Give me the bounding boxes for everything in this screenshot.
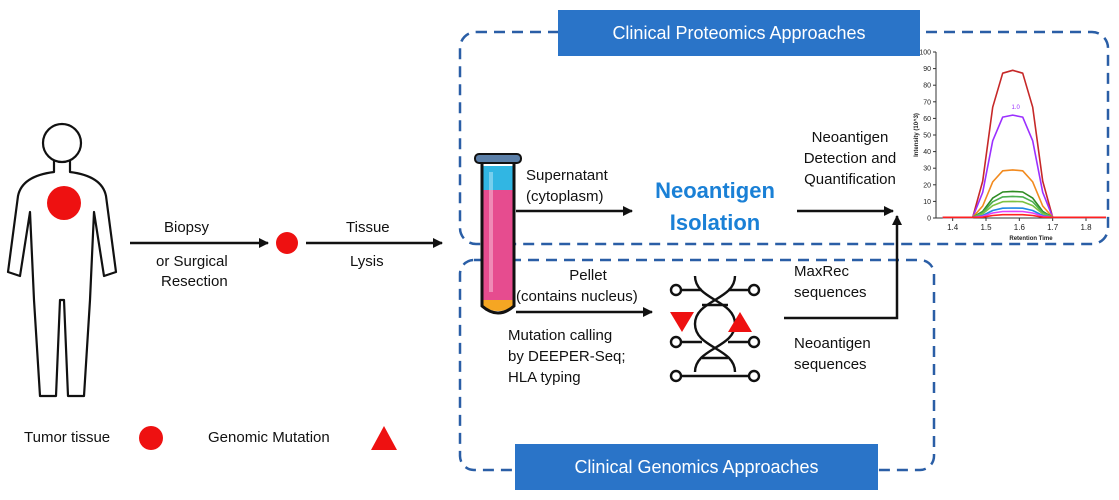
mutation-triangle-down <box>670 312 694 332</box>
y-tick-label: 60 <box>923 116 931 123</box>
legend-tumor-label: Tumor tissue <box>24 429 111 446</box>
deeper-seq-label: by DEEPER-Seq; <box>508 348 626 365</box>
supernatant-label: Supernatant <box>526 167 608 184</box>
tumor-on-body <box>47 186 81 220</box>
maxrec-sequences-label: sequences <box>794 284 867 301</box>
neoantigen-sequences-label: sequences <box>794 356 867 373</box>
detection-label-2: Detection and <box>803 150 897 167</box>
y-tick-label: 30 <box>923 166 931 173</box>
cytoplasm-label: (cytoplasm) <box>526 188 604 205</box>
x-tick-label: 1.5 <box>980 223 992 232</box>
maxrec-arrow <box>784 215 902 320</box>
genomics-region <box>458 258 936 472</box>
legend-tumor-icon <box>139 426 163 450</box>
detection-label-3: Quantification <box>804 171 896 188</box>
series-line-6 <box>942 200 1106 219</box>
series-line-9 <box>942 213 1106 219</box>
legend-mutation-icon <box>371 426 397 450</box>
proteomics-banner: Clinical Proteomics Approaches <box>558 10 920 56</box>
series-line-4 <box>942 190 1106 219</box>
y-tick-label: 100 <box>919 50 931 57</box>
y-tick-label: 80 <box>923 83 931 90</box>
human-body-icon <box>6 122 118 398</box>
detection-label: Neoantigen <box>811 129 889 146</box>
maxrec-label: MaxRec <box>794 263 850 280</box>
y-tick-label: 20 <box>923 182 931 189</box>
series-line-1 <box>942 69 1106 219</box>
series-line-7 <box>942 207 1106 219</box>
x-axis-label: Retention Time <box>1009 236 1053 242</box>
y-tick-label: 50 <box>923 133 931 140</box>
x-tick-label: 1.6 <box>1014 223 1026 232</box>
y-tick-label: 70 <box>923 99 931 106</box>
nucleus-label: (contains nucleus) <box>516 288 638 305</box>
x-tick-label: 1.7 <box>1047 223 1059 232</box>
y-axis-label: Intensity (10^3) <box>914 113 920 157</box>
peak-annotation: 1.0 <box>1011 105 1020 111</box>
mutation-calling-label: Mutation calling <box>508 327 613 344</box>
mutation-triangle-up <box>728 312 752 332</box>
test-tube-icon <box>474 153 522 315</box>
isolation-title-2: Isolation <box>669 210 761 235</box>
lysis-label: Lysis <box>350 253 384 270</box>
isolation-title: Neoantigen <box>655 178 775 203</box>
pellet-label: Pellet <box>569 267 607 284</box>
x-tick-label: 1.8 <box>1080 223 1092 232</box>
y-tick-label: 0 <box>927 216 931 223</box>
chromatogram-chart: 0 10 20 30 40 50 60 70 80 90 100 1.4 1.5 1.6 1.7 1.8Ret… <box>914 50 1106 242</box>
tumor-sample <box>276 232 298 254</box>
hla-typing-label: HLA typing <box>508 369 581 386</box>
genomics-banner: Clinical Genomics Approaches <box>515 444 878 490</box>
y-tick-label: 40 <box>923 149 931 156</box>
biopsy-label: Biopsy <box>164 219 210 236</box>
legend-mutation-label: Genomic Mutation <box>208 429 330 446</box>
y-tick-label: 10 <box>923 199 931 206</box>
series-line-3 <box>942 169 1106 219</box>
series-line-2 <box>942 114 1106 219</box>
neoantigen-seq-label: Neoantigen <box>794 335 871 352</box>
y-tick-label: 90 <box>923 66 931 73</box>
x-tick-label: 1.4 <box>947 223 959 232</box>
tissue-label: Tissue <box>346 219 390 236</box>
biopsy-label-2: or Surgical <box>156 253 228 270</box>
biopsy-label-3: Resection <box>161 273 228 290</box>
